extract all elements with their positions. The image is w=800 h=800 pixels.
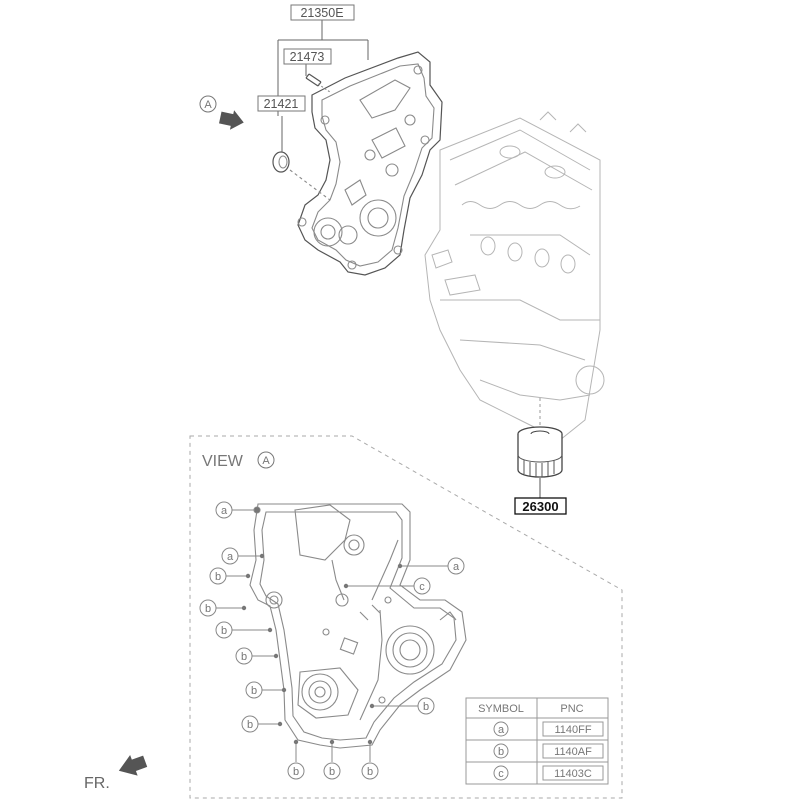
view-title-marker-text: A	[262, 455, 270, 467]
label-21350e: 21350E	[290, 4, 355, 21]
callout-text: a	[221, 505, 228, 517]
table-row: a 1140FF	[493, 721, 604, 737]
symbol-header: SYMBOL	[478, 703, 524, 715]
view-a-title: VIEW A	[202, 451, 275, 470]
callout-leaders	[216, 509, 448, 762]
callout-b-4: b	[235, 647, 253, 665]
callout-a-3: a	[447, 557, 465, 575]
callout-a-1: a	[215, 501, 233, 519]
pnc-header: PNC	[560, 703, 583, 715]
callout-b-5: b	[245, 681, 263, 699]
label-21350e-text: 21350E	[300, 6, 343, 20]
view-a-marker-text: A	[204, 99, 212, 111]
front-arrow-icon	[118, 754, 148, 776]
view-a-frame	[189, 435, 623, 799]
callout-b-3: b	[215, 621, 233, 639]
symbol-table: SYMBOL PNC a 1140FF b 1140AF c 11403C	[465, 697, 609, 785]
callout-text: b	[247, 719, 253, 731]
callout-text: b	[221, 625, 227, 637]
label-21421: 21421	[257, 95, 306, 112]
engine-block-outline	[424, 111, 605, 441]
callout-b-9: b	[323, 762, 341, 780]
callout-b-7: b	[417, 697, 435, 715]
callout-b-8: b	[287, 762, 305, 780]
row-symbol: c	[498, 768, 504, 780]
callout-text: b	[251, 685, 257, 697]
callout-c-1: c	[413, 577, 431, 595]
label-26300: 26300	[514, 497, 567, 515]
row-symbol: b	[498, 746, 504, 758]
callout-text: b	[205, 603, 211, 615]
top-leader-lines	[277, 20, 369, 152]
label-21473: 21473	[283, 48, 332, 65]
callout-text: a	[453, 561, 460, 573]
callout-b-1: b	[209, 567, 227, 585]
callout-b-6: b	[241, 715, 259, 733]
callout-text: b	[241, 651, 247, 663]
table-row: c 11403C	[493, 765, 604, 781]
callout-text: b	[293, 766, 299, 778]
row-symbol: a	[498, 724, 505, 736]
front-direction-indicator: FR.	[84, 754, 148, 792]
row-pnc: 1140FF	[554, 724, 591, 736]
label-26300-text: 26300	[522, 499, 558, 514]
row-pnc: 1140AF	[554, 746, 592, 758]
callout-text: b	[367, 766, 373, 778]
bolt-dots	[241, 507, 403, 745]
front-direction-label: FR.	[84, 775, 110, 792]
callout-text: b	[215, 571, 221, 583]
callout-b-2: b	[199, 599, 217, 617]
label-21473-text: 21473	[290, 50, 325, 64]
callout-text: c	[419, 581, 425, 593]
view-a-arrow-icon	[219, 110, 244, 130]
callout-text: b	[423, 701, 429, 713]
view-a-cover-drawing	[249, 503, 467, 749]
oil-filter-drawing	[517, 426, 563, 498]
callout-b-10: b	[361, 762, 379, 780]
view-title-text: VIEW	[202, 453, 244, 470]
callout-text: a	[227, 551, 234, 563]
label-21421-text: 21421	[264, 97, 299, 111]
callout-text: b	[329, 766, 335, 778]
table-row: b 1140AF	[493, 743, 604, 759]
timing-chain-cover-drawing	[272, 51, 443, 276]
callout-a-2: a	[221, 547, 239, 565]
row-pnc: 11403C	[554, 768, 592, 780]
view-a-marker: A	[199, 95, 217, 113]
